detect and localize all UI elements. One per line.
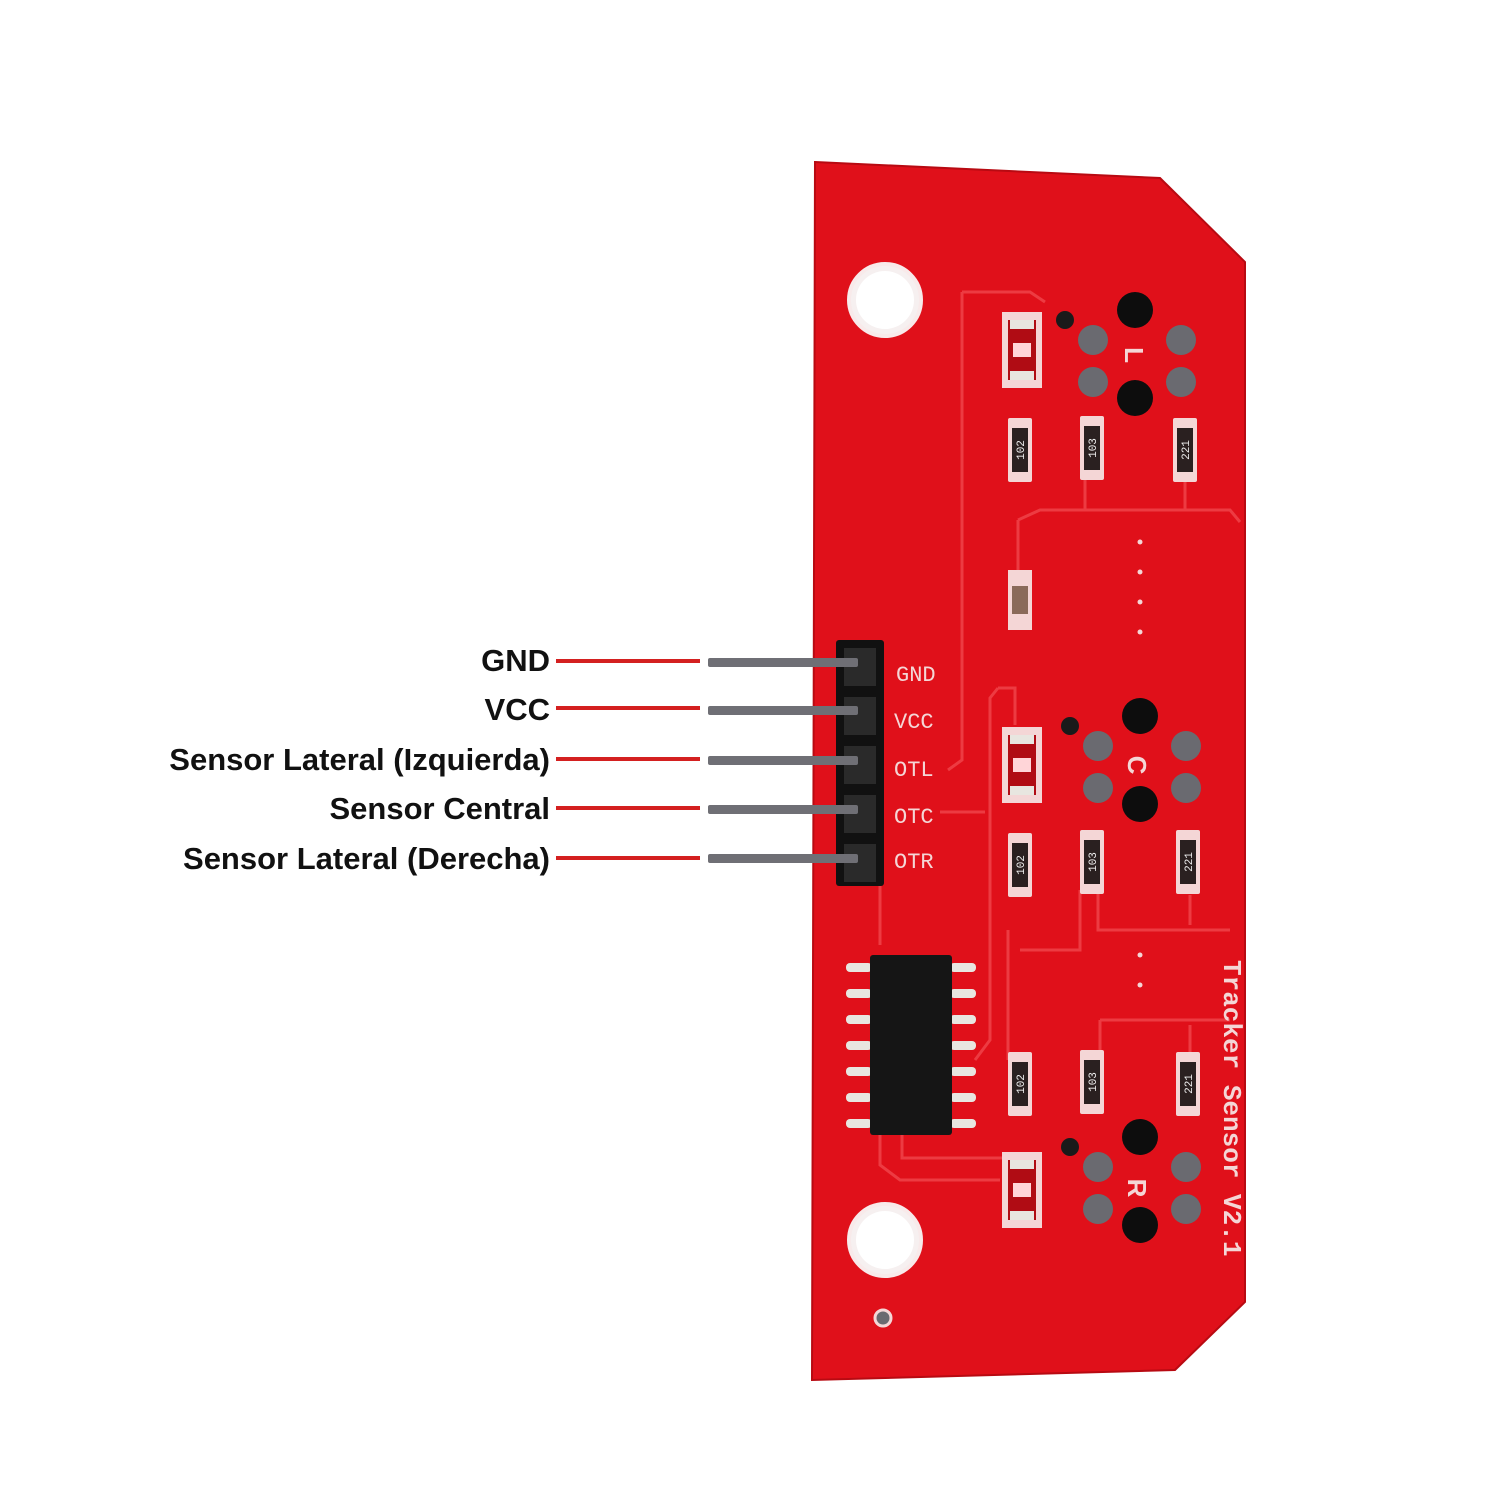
header-pins [708,658,858,863]
res-code-l2: 103 [1088,438,1100,458]
capacitor [1008,570,1032,630]
label-gnd: GND [481,643,550,678]
res-code-c2: 103 [1088,852,1100,872]
silk-otc: OTC [894,805,934,830]
board-title: Tracker Sensor V2.1 [1216,960,1246,1256]
silk-otl: OTL [894,758,934,783]
silk-vcc: VCC [894,710,934,735]
via-dot [873,1308,893,1328]
res-code-c1: 102 [1016,855,1028,875]
silk-gnd: GND [896,663,936,688]
res-code-l1: 102 [1016,440,1028,460]
pin-header [836,640,884,886]
res-code-r2: 103 [1088,1072,1100,1092]
label-vcc: VCC [484,692,550,727]
res-code-l3: 221 [1181,440,1193,460]
silk-otr: OTR [894,850,934,875]
ic-chip [846,955,976,1135]
label-sensor-center: Sensor Central [329,791,550,826]
label-sensor-right: Sensor Lateral (Derecha) [183,841,550,876]
res-code-c3: 221 [1184,852,1196,872]
leader-lines [556,659,700,860]
silk-l: L [1119,347,1149,363]
res-code-r3: 221 [1184,1074,1196,1094]
label-sensor-left: Sensor Lateral (Izquierda) [169,742,550,777]
silk-c: C [1122,756,1152,775]
silk-r: R [1122,1179,1152,1198]
res-code-r1: 102 [1016,1074,1028,1094]
pcb-traces [878,290,1242,1190]
